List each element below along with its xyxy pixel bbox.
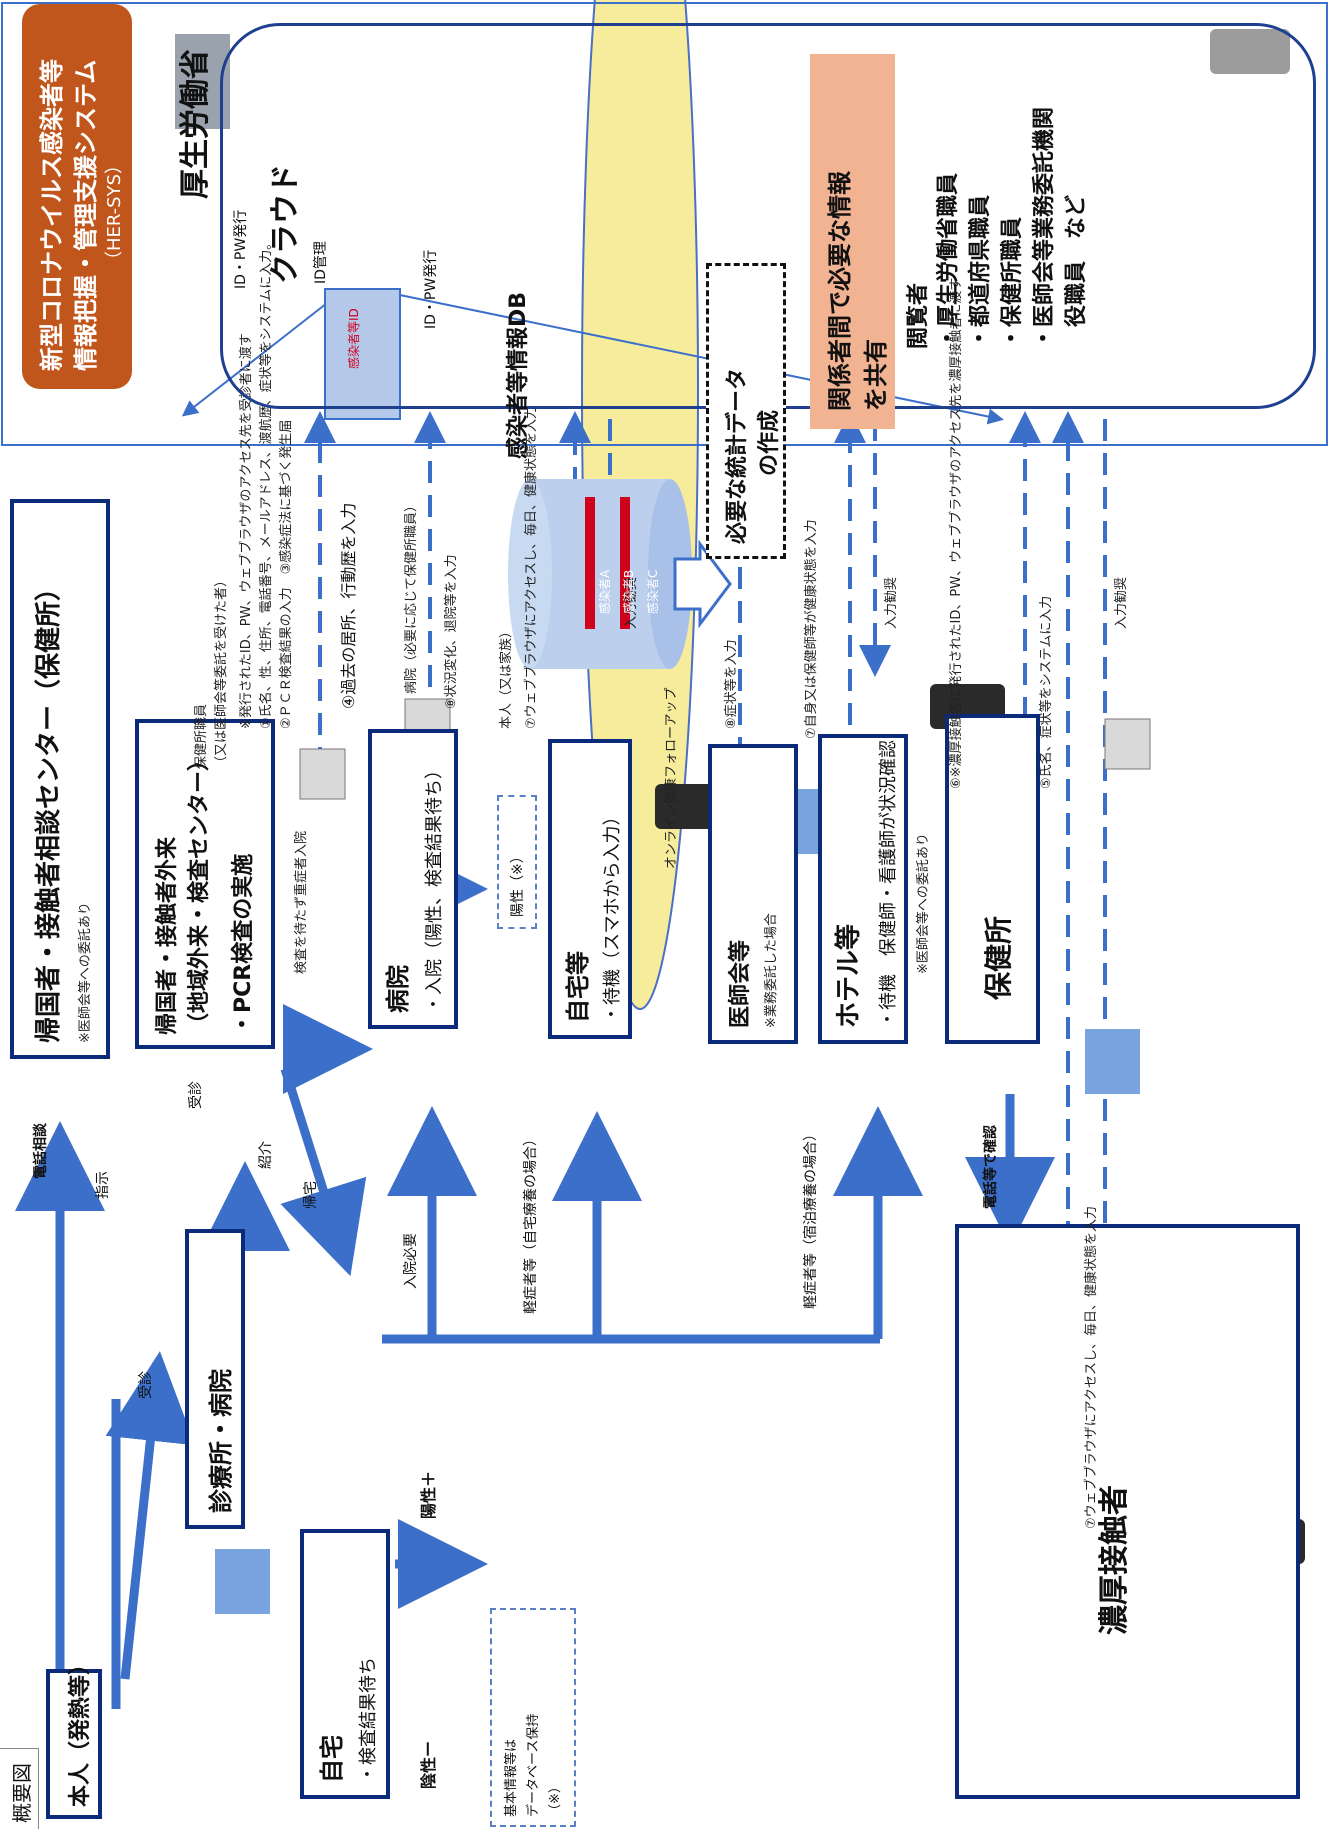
flow-label-home: 帰宅 <box>300 1181 320 1209</box>
note-item-5: ⑤氏名、症状等をシステムに入力 <box>1035 596 1054 789</box>
positive-label: 陽性＋ <box>415 1471 439 1519</box>
flow-label-need-admit: 入院必要 <box>400 1233 420 1289</box>
id-issue-label-1: ID・PW発行 <box>230 210 250 289</box>
viewer-2: ・都道府県職員 <box>962 195 994 349</box>
flow-label-mild-home: 軽症者等（自宅療養の場合） <box>520 1132 540 1314</box>
id-mgmt-label: ID管理 <box>310 241 330 284</box>
note-item-4: ④過去の居所、行動歴を入力 <box>335 503 359 709</box>
system-header: 新型コロナウイルス感染者等 情報把握・管理支援システム （HER-SYS） <box>22 4 132 389</box>
close-contact-box[interactable]: 濃厚接触者 <box>955 1224 1300 1799</box>
positive-note-box: 陽性（※） <box>497 795 537 929</box>
note-item-7c: ⑦ウェブブラウザにアクセスし、毎日、健康状態を入力 <box>1080 1206 1099 1529</box>
stats-line2: の作成 <box>751 410 783 476</box>
note-hospital-staff: 病院（必要に応じて保健所職員） <box>400 499 419 694</box>
db-note-line1: 基本情報等は <box>500 1739 519 1817</box>
system-line3: （HER-SYS） <box>100 156 126 269</box>
arrow-call-consult <box>60 1139 66 1709</box>
flow-label-visit1: 受診 <box>185 1081 205 1109</box>
share-line1: 関係者間で必要な情報 <box>820 171 855 411</box>
flow-label-refer: 紹介 <box>255 1141 275 1169</box>
medical-assoc-note: ※業務委託した場合 <box>760 913 779 1028</box>
system-line2: 情報把握・管理支援システム <box>66 60 101 371</box>
id-issue-label-2: ID・PW発行 <box>420 250 440 329</box>
home-wait-title: 自宅 <box>312 1735 347 1783</box>
id-card-text: 感染者等ID <box>345 308 362 369</box>
caption-text: 概要図 <box>6 1763 35 1823</box>
online-followup-label: オンライン健康フォローアップ <box>660 688 679 869</box>
positive-note-text: 陽性（※） <box>507 849 527 917</box>
note-item-7b: ⑦自身又は保健師等が健康状態を入力 <box>800 519 819 739</box>
flow-label-phone-confirm: 電話等で確認 <box>980 1125 1000 1209</box>
consult-note: ※医師会等への委託あり <box>74 902 93 1043</box>
viewers-title: 閲覧者 <box>900 283 932 349</box>
share-band: 関係者間で必要な情報 を共有 <box>810 54 895 429</box>
clinic-label: 診療所・病院 <box>201 1369 236 1513</box>
hospital-title: 病院 <box>378 965 413 1013</box>
person-box[interactable]: 本人（発熱等） <box>46 1669 102 1819</box>
medical-assoc-title: 医師会等 <box>722 940 754 1028</box>
hospital-box[interactable]: 病院 ・入院（陽性、検査結果待ち） <box>368 729 458 1029</box>
db-note-mark: （※） <box>544 1780 563 1817</box>
cloud-title: クラウド <box>260 164 304 284</box>
hotel-note: ※医師会等への委託あり <box>912 833 931 974</box>
flow-label-call: 電話相談 <box>30 1123 50 1179</box>
flow-label-mild-hotel: 軽症者等（宿泊療養の場合） <box>800 1127 820 1309</box>
note-self: 本人（又は家族） <box>495 625 514 729</box>
note-item-8a: ⑧状況変化、退院等を入力 <box>440 554 459 709</box>
home-isolation-title: 自宅等 <box>558 951 593 1023</box>
health-center-title: 保健所 <box>977 916 1017 1000</box>
hotel-sub: ・待機 保健師・看護師が状況確認 <box>874 740 900 1028</box>
home-isolation-sub: ・待機（スマホから入力） <box>598 808 624 1023</box>
flow-label-severe: 検査を待たず重症者入院 <box>290 831 309 974</box>
outpatient-title: 帰国者・接触者外来 <box>149 837 181 1035</box>
share-line2: を共有 <box>856 339 891 411</box>
mhlw-label: 厚生労働省 <box>170 49 214 199</box>
note-input-reminder-3: 入力勧奨 <box>1110 577 1129 629</box>
db-name: 感染者等情報DB <box>500 292 532 459</box>
figure-caption: 概要図 <box>0 1748 39 1829</box>
negative-label: 陰性ー <box>415 1741 439 1789</box>
viewer-3: ・保健所職員 <box>994 217 1026 349</box>
note-input-reminder-2: 入力勧奨 <box>880 577 899 629</box>
outpatient-sub: （地域外来・検査センター） <box>181 749 213 1035</box>
arrow-go-home <box>285 1069 345 1259</box>
system-line1: 新型コロナウイルス感染者等 <box>32 59 67 371</box>
db-note-box: 基本情報等は データベース保持 （※） <box>490 1608 576 1827</box>
home-isolation-box[interactable]: 自宅等 ・待機（スマホから入力） <box>548 739 632 1039</box>
hospital-sub: ・入院（陽性、検査結果待ち） <box>420 761 446 1013</box>
db-note-line2: データベース保持 <box>522 1714 541 1817</box>
consult-title: 帰国者・接触者相談センター（保健所） <box>28 575 65 1043</box>
viewer-1: ・厚生労働省職員 <box>930 173 962 349</box>
consult-center-box[interactable]: 帰国者・接触者相談センター（保健所） ※医師会等への委託あり <box>10 499 110 1059</box>
flow-label-visit2: 受診 <box>135 1371 155 1399</box>
stats-line1: 必要な統計データ <box>719 368 751 544</box>
home-wait-sub: ・検査結果待ち <box>354 1657 380 1783</box>
viewer-5: 役職員 など <box>1058 195 1090 349</box>
viewer-4: ・医師会等業務委託機関 <box>1026 107 1058 349</box>
person-label: 本人（発熱等） <box>62 1653 94 1807</box>
arrow-visit <box>125 1369 158 1679</box>
note-item-8b: ⑧症状等を入力 <box>720 639 739 729</box>
db-record-2: 感染者B <box>620 570 637 614</box>
db-record-3: 感染者C <box>644 570 661 614</box>
db-record-1: 感染者A <box>596 570 613 614</box>
outpatient-pcr: ・PCR検査の実施 <box>225 854 257 1035</box>
flow-label-instruct: 指示 <box>92 1171 112 1199</box>
note-hc-staff: 保健所職員 <box>190 704 209 769</box>
clinic-box[interactable]: 診療所・病院 <box>185 1229 245 1529</box>
medical-assoc-box[interactable]: 医師会等 ※業務委託した場合 <box>708 744 798 1044</box>
home-wait-box[interactable]: 自宅 ・検査結果待ち <box>300 1529 390 1799</box>
hotel-title: ホテル等 <box>828 924 865 1028</box>
note-hc-staff-sub: （又は医師会等委託を受けた者） <box>210 574 229 769</box>
note-item-3: ②ＰＣＲ検査結果の入力 ③感染症法に基づく発生届 <box>275 420 294 729</box>
stats-box: 必要な統計データ の作成 <box>706 263 786 559</box>
hotel-box[interactable]: ホテル等 ・待機 保健師・看護師が状況確認 <box>818 734 908 1044</box>
